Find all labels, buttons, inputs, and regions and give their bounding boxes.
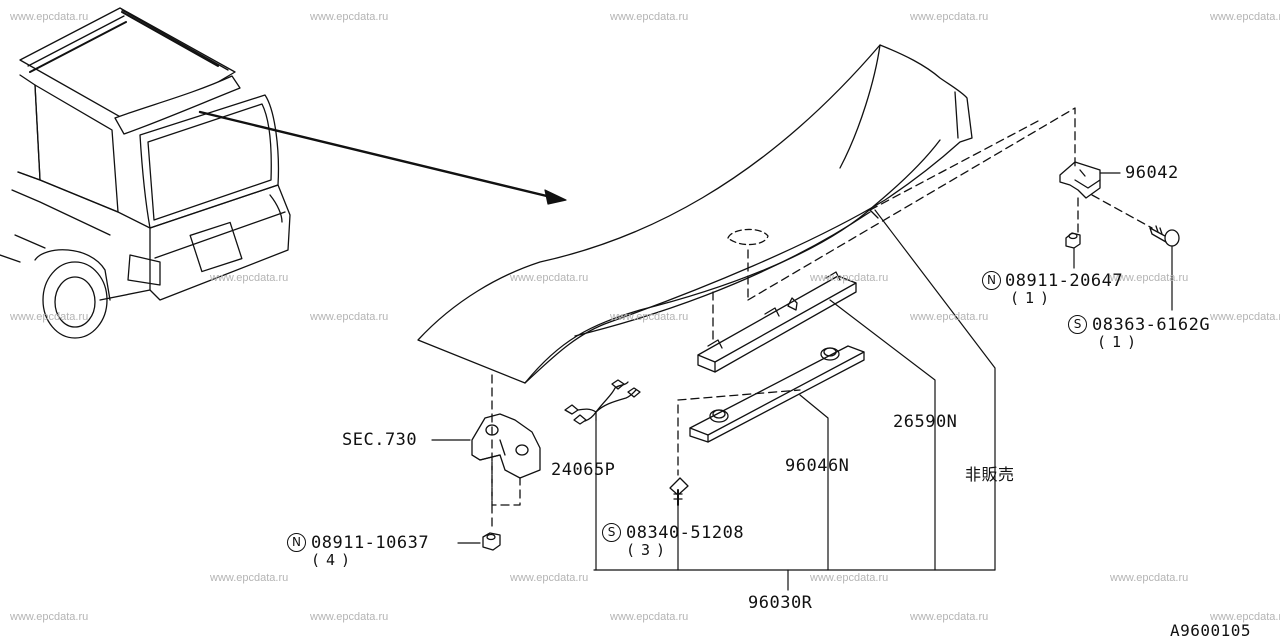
bracket-96042 [1059,161,1101,199]
section-ref-sec730: SEC.730 [342,430,418,450]
watermark: www.epcdata.ru [610,11,689,23]
watermark: www.epcdata.ru [910,611,989,623]
dashed-guides [491,107,1153,529]
bolt-08363 [1149,225,1180,247]
s-symbol-icon: S [1068,315,1087,334]
watermark: www.epcdata.ru [1210,611,1280,623]
not-for-sale-label: 非販売 [965,465,1015,484]
s-symbol-icon: S [602,523,621,542]
n-symbol-icon: N [287,533,306,552]
vehicle-illustration [0,7,291,339]
part-label-08911-20647: 08911-20647 [1005,271,1124,291]
watermark: www.epcdata.ru [310,611,389,623]
watermark: www.epcdata.ru [310,311,389,323]
part-qty-08911-20647: (1) [1010,289,1056,307]
watermark: www.epcdata.ru [510,572,589,584]
lamp-cutout-outline [727,228,769,246]
watermark: www.epcdata.ru [10,611,89,623]
part-label-96046N: 96046N [785,456,850,476]
watermark: www.epcdata.ru [1110,572,1189,584]
wire-harness-24065P [564,379,641,425]
arrow-pointer [198,110,567,205]
part-label-24065P: 24065P [551,460,616,480]
rear-spoiler-assembly [417,44,973,384]
part-qty-08340-51208: (3) [626,541,672,559]
watermark: www.epcdata.ru [810,272,889,284]
watermark: www.epcdata.ru [910,311,989,323]
part-label-96042: 96042 [1125,163,1179,183]
nut-08911-20647 [1065,232,1081,249]
diagram-code: A9600105 [1170,621,1252,640]
watermark: www.epcdata.ru [910,11,989,23]
watermark: www.epcdata.ru [10,11,89,23]
watermark: www.epcdata.ru [1210,11,1280,23]
part-label-08340-51208: 08340-51208 [626,523,745,543]
watermark: www.epcdata.ru [210,272,289,284]
high-mount-stop-lamp [689,271,865,443]
nut-08911-10637 [482,532,501,551]
watermark: www.epcdata.ru [1110,272,1189,284]
n-symbol-icon: N [982,271,1001,290]
watermark: www.epcdata.ru [510,272,589,284]
part-label-08911-10637: 08911-10637 [311,533,430,553]
watermark: www.epcdata.ru [10,311,89,323]
watermark: www.epcdata.ru [810,572,889,584]
screw-08340 [669,477,689,506]
bracket-sec730 [471,413,541,479]
part-qty-08911-10637: (4) [311,551,357,569]
part-qty-08363-6162G: (1) [1097,333,1143,351]
watermark: www.epcdata.ru [610,611,689,623]
watermark: www.epcdata.ru [310,11,389,23]
leader-lines [431,172,1173,591]
watermark: www.epcdata.ru [1210,311,1280,323]
part-label-96030R: 96030R [748,593,813,613]
watermark: www.epcdata.ru [210,572,289,584]
watermark: www.epcdata.ru [610,311,689,323]
part-label-08363-6162G: 08363-6162G [1092,315,1211,335]
part-label-26590N: 26590N [893,412,958,432]
